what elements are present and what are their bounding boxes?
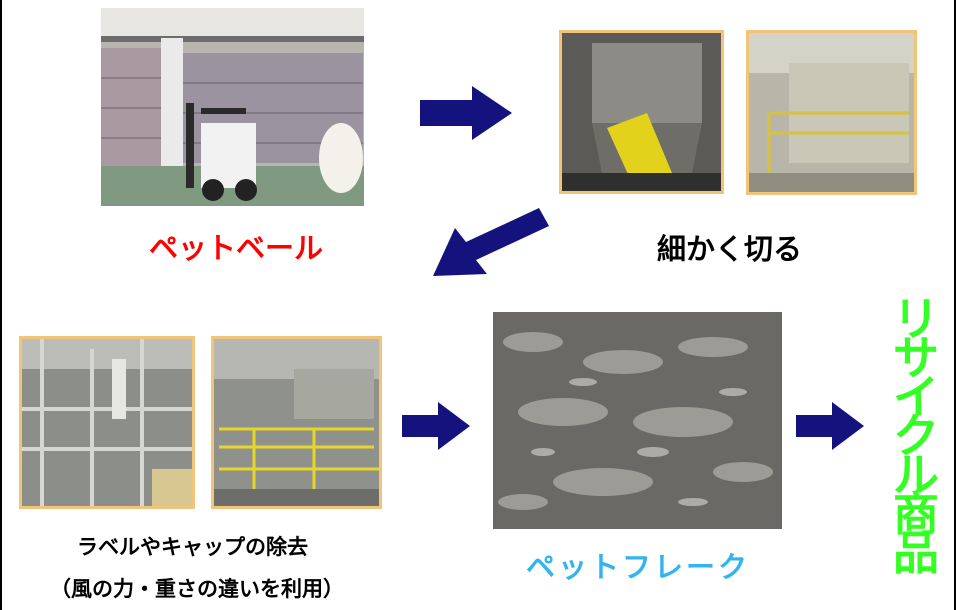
crusher-room-photo <box>746 30 917 195</box>
separator-photo-1 <box>19 336 195 509</box>
pet-bale-label: ペットベール <box>149 231 324 265</box>
arrow-right-icon <box>420 86 512 140</box>
pet-flake-label: ペットフレーク <box>526 550 751 584</box>
arrow-down-left-icon <box>433 208 549 276</box>
cut-fine-label: 細かく切る <box>657 232 803 266</box>
arrow-right-icon <box>796 402 864 450</box>
separator-photo-2 <box>211 336 382 509</box>
arrow-right-icon <box>402 402 470 450</box>
recycled-products-label: リサイクル商品 <box>893 292 939 580</box>
pet-bale-photo <box>101 8 364 206</box>
pet-flake-photo <box>493 312 782 529</box>
label-cap-removal-label: ラベルやキャップの除去 <box>77 535 308 559</box>
wind-weight-note-label: （風の力・重さの違いを利用） <box>50 577 344 601</box>
crusher-photo <box>559 30 724 194</box>
